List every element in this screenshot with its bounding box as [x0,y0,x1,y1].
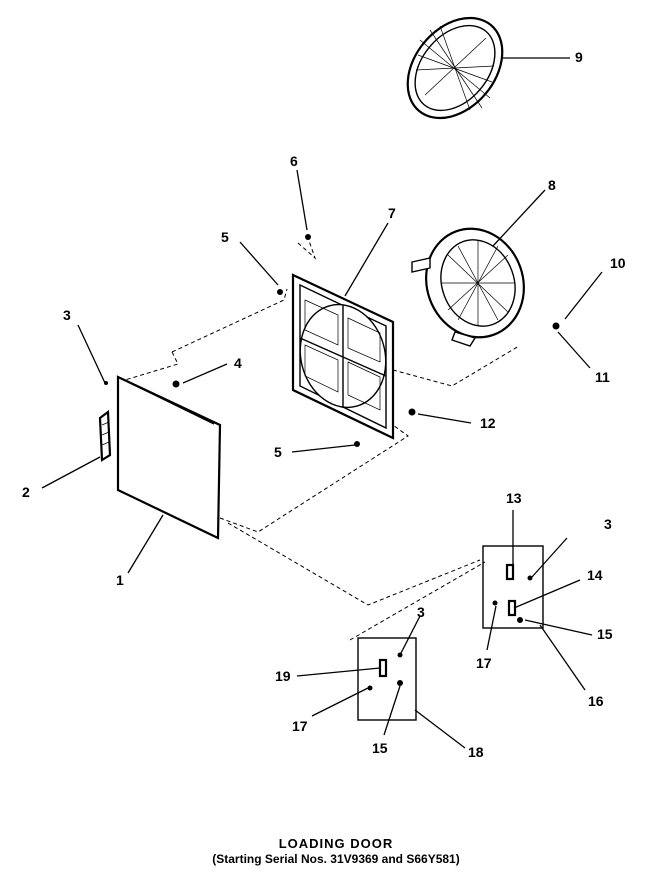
label-part-4: 4 [234,355,242,371]
label-part-13: 13 [506,490,522,506]
label-part-8: 8 [548,177,556,193]
label-part-12: 12 [480,415,496,431]
label-part-14: 14 [587,567,603,583]
grille-assembly-part-8 [411,227,525,347]
label-part-15-lower: 15 [372,740,388,756]
label-part-1: 1 [116,572,124,588]
label-part-3-right: 3 [604,516,612,532]
label-part-6: 6 [290,153,298,169]
label-part-18: 18 [468,744,484,760]
label-part-2: 2 [22,484,30,500]
hinge-plate-part-18 [357,637,417,721]
label-part-9: 9 [575,49,583,65]
diagram-title: LOADING DOOR [278,836,394,851]
label-part-11: 11 [595,369,610,385]
label-part-17-lower: 17 [292,718,308,734]
label-part-5-lower: 5 [274,444,282,460]
label-part-16: 16 [588,693,604,709]
fasteners [104,234,560,447]
door-panel-part-1 [116,375,222,540]
assembly-lines [124,234,520,641]
round-grille-part-9 [406,16,504,120]
door-frame-part-7 [291,273,395,440]
label-part-17-right: 17 [476,655,492,671]
label-part-15-right: 15 [597,626,613,642]
leader-lines [41,57,603,749]
handle-part-2 [98,409,112,462]
label-part-10: 10 [610,255,626,271]
label-part-5-upper: 5 [221,229,229,245]
diagram-subtitle: (Starting Serial Nos. 31V9369 and S66Y58… [212,852,460,866]
label-part-19: 19 [275,668,291,684]
part-labels: 9 8 7 6 5 5 4 3 2 1 12 10 11 13 3 14 15 … [22,49,626,760]
label-part-3-door: 3 [63,307,71,323]
label-part-3-lower: 3 [417,604,425,620]
label-part-7: 7 [388,205,396,221]
